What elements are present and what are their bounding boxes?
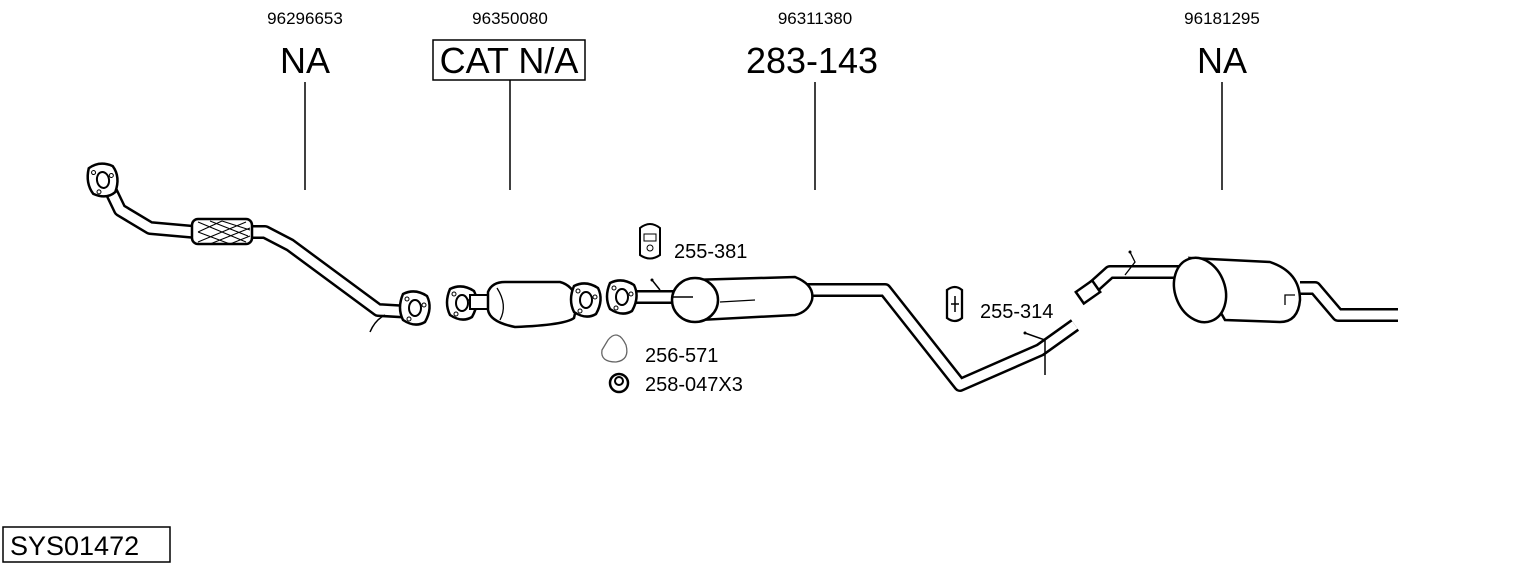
- oe-number: 96350080: [472, 9, 548, 28]
- label-box: [432, 39, 586, 81]
- accessory-255-314[interactable]: 255-314: [945, 285, 1053, 323]
- front-pipe-drawing[interactable]: [84, 159, 431, 333]
- accessory-258-047X3[interactable]: 258-047X3: [608, 372, 743, 396]
- catalytic-converter-drawing[interactable]: [445, 280, 602, 329]
- part-label-4[interactable]: 96181295 NA: [1184, 9, 1260, 190]
- accessory-code: 255-314: [980, 301, 1053, 323]
- accessory-code: 256-571: [645, 345, 718, 367]
- rubber-hanger-icon: [639, 223, 661, 260]
- part-code: 283-143: [746, 40, 878, 81]
- rubber-hanger-icon: [945, 285, 964, 323]
- oe-number: 96296653: [267, 9, 343, 28]
- part-label-2[interactable]: 96350080 CAT N/A: [432, 9, 586, 190]
- part-code: NA: [1197, 40, 1247, 81]
- accessory-256-571[interactable]: 256-571: [601, 334, 719, 367]
- oe-number: 96311380: [778, 9, 852, 28]
- accessory-code: 255-381: [674, 241, 747, 263]
- accessory-code: 258-047X3: [645, 374, 743, 396]
- system-id-label: SYS01472: [2, 526, 171, 563]
- oe-number: 96181295: [1184, 9, 1260, 28]
- accessory-255-381[interactable]: 255-381: [639, 223, 747, 263]
- gasket-icon: [601, 334, 628, 363]
- part-code: NA: [280, 40, 330, 81]
- system-id: SYS01472: [10, 531, 139, 561]
- rear-silencer-drawing[interactable]: [1074, 250, 1398, 329]
- part-label-3[interactable]: 96311380 283-143: [746, 9, 878, 190]
- part-code: CAT N/A: [440, 40, 579, 81]
- nut-icon: [608, 372, 630, 394]
- part-label-1[interactable]: 96296653 NA: [267, 9, 343, 190]
- center-silencer-drawing[interactable]: [605, 275, 1080, 392]
